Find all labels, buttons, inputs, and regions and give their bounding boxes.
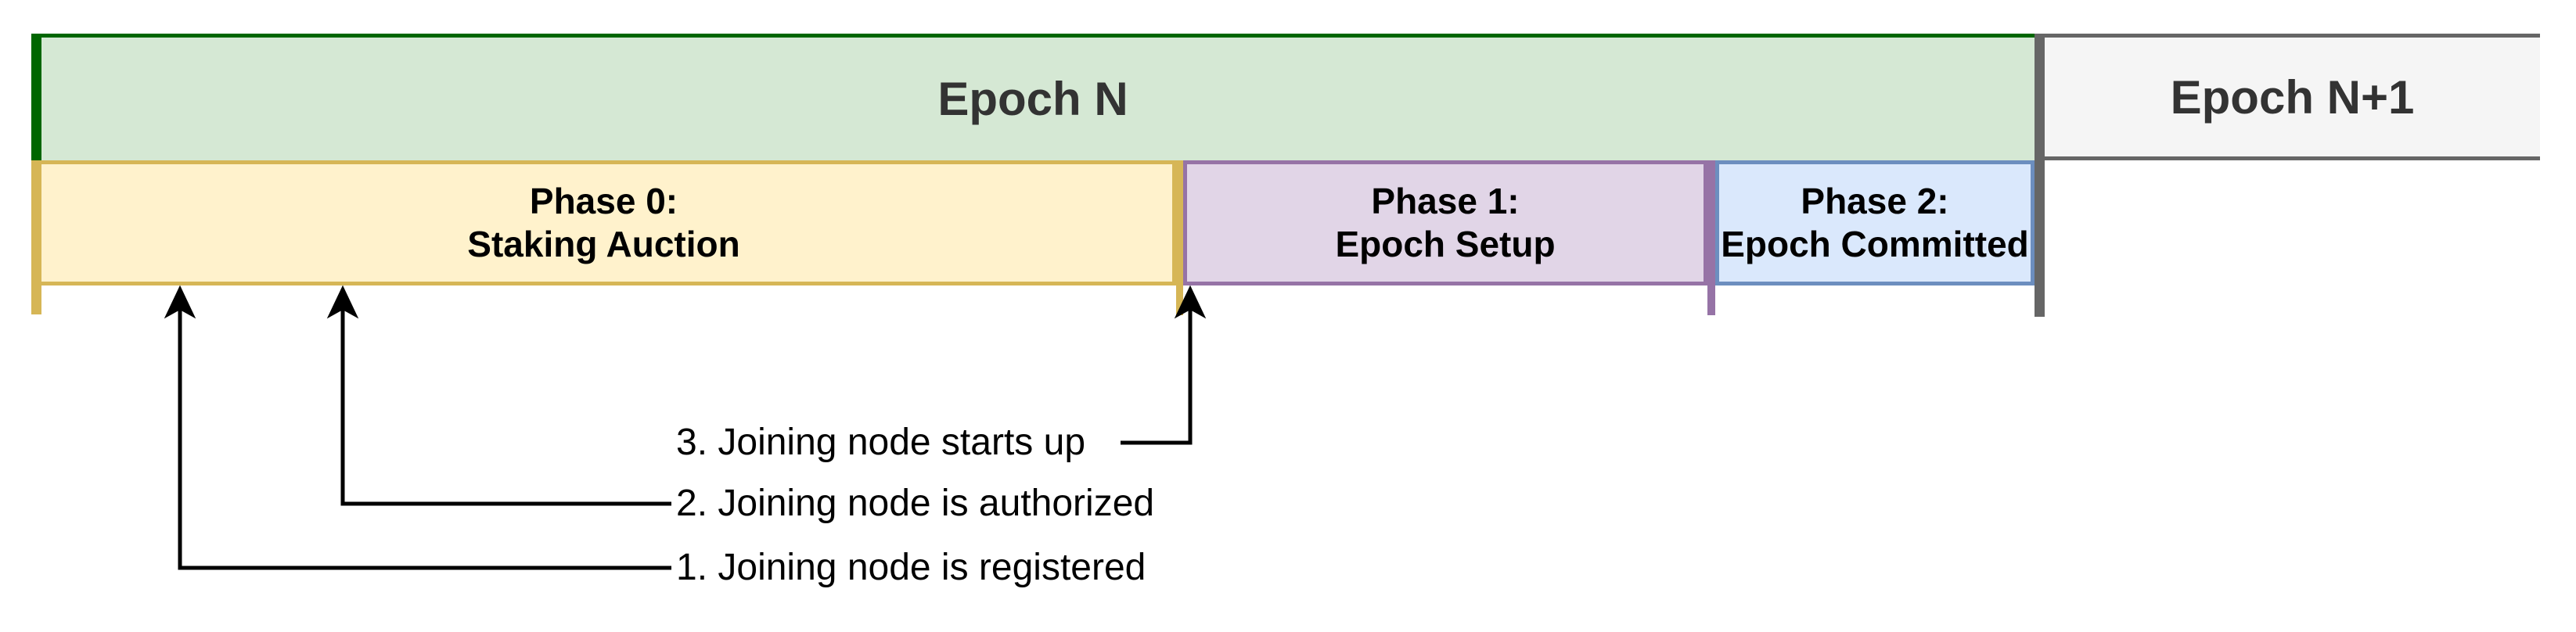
epoch-n-bar: Epoch N <box>31 34 2035 160</box>
phase-2-start-marker <box>1707 160 1715 315</box>
arrow-1-head-icon <box>164 285 196 319</box>
epoch-boundary-divider <box>2035 34 2045 317</box>
phase-1-subtitle: Epoch Setup <box>1335 224 1556 264</box>
annotation-node-registered: 1. Joining node is registered <box>676 547 1146 588</box>
epoch-n-start-marker <box>31 34 41 160</box>
epoch-n1-label: Epoch N+1 <box>2170 70 2415 124</box>
phase-2-title: Phase 2: <box>1801 181 1949 221</box>
phase-0-subtitle: Staking Auction <box>467 224 740 264</box>
phase-0-staking-auction-box: Phase 0: Staking Auction <box>31 160 1176 285</box>
epoch-n-label: Epoch N <box>937 73 1128 125</box>
phase-2-subtitle: Epoch Committed <box>1721 224 2029 264</box>
phase-1-start-marker <box>1176 160 1183 315</box>
phase-1-title: Phase 1: <box>1371 181 1520 221</box>
arrow-2-line <box>340 307 671 506</box>
annotation-node-starts-up: 3. Joining node starts up <box>676 422 1086 463</box>
phase-0-start-marker <box>31 160 41 314</box>
epoch-n1-bar: Epoch N+1 <box>2045 34 2540 160</box>
arrow-2-head-icon <box>326 285 359 319</box>
phase-0-title: Phase 0: <box>529 181 678 221</box>
phase-1-epoch-setup-box: Phase 1: Epoch Setup <box>1183 160 1707 285</box>
phase-2-epoch-committed-box: Phase 2: Epoch Committed <box>1715 160 2035 285</box>
annotation-node-authorized: 2. Joining node is authorized <box>676 483 1155 524</box>
arrow-3-line <box>1121 307 1193 445</box>
arrow-1-line <box>178 307 671 570</box>
